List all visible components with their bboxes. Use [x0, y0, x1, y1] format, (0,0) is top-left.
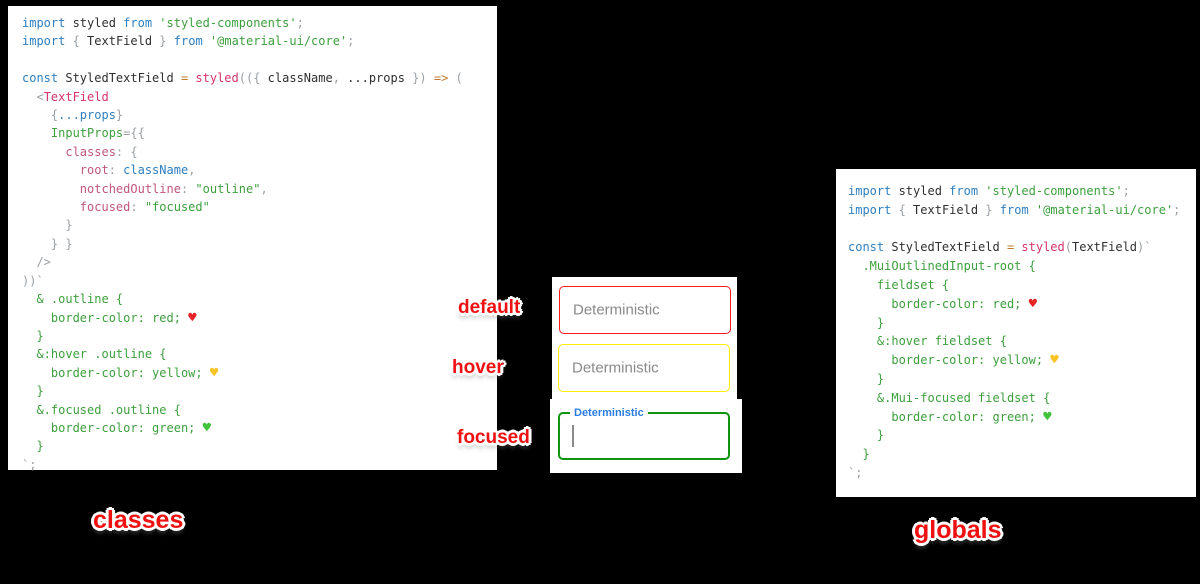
code-line: `; — [22, 457, 37, 472]
code-line: focused: "focused" — [22, 200, 210, 215]
code-line: /> — [22, 255, 51, 270]
code-line: const StyledTextField = styled(TextField… — [848, 240, 1152, 255]
code-line: import { TextField } from '@material-ui/… — [848, 202, 1181, 217]
textfield-focused-state[interactable]: Deterministic — [558, 406, 730, 460]
code-line: {...props} — [22, 108, 124, 123]
label-default-state: default — [458, 297, 521, 318]
code-line: &.focused .outline { — [22, 402, 181, 417]
code-line: border-color: red; ♥ — [22, 309, 197, 326]
code-line — [22, 51, 493, 69]
textfield-placeholder: Deterministic — [573, 301, 660, 319]
label-focused-state: focused — [457, 427, 530, 448]
code-line: } — [22, 439, 44, 454]
code-line: &:hover .outline { — [22, 347, 167, 362]
label-hover-state: hover — [452, 357, 504, 378]
textfield-hover-state[interactable]: Deterministic — [558, 344, 730, 392]
code-line: const StyledTextField = styled(({ classN… — [22, 71, 463, 86]
code-line: fieldset { — [848, 277, 950, 292]
code-line: } — [848, 428, 885, 443]
code-line: &:hover fieldset { — [848, 334, 1007, 349]
textfield-floating-label: Deterministic — [570, 406, 648, 420]
code-line: border-color: green; ♥ — [22, 419, 212, 436]
code-line: & .outline { — [22, 292, 124, 307]
code-line: ))` — [22, 273, 44, 288]
code-line: &.Mui-focused fieldset { — [848, 390, 1051, 405]
code-line: } — [22, 384, 44, 399]
code-line: notchedOutline: "outline", — [22, 181, 268, 196]
code-line: root: className, — [22, 163, 196, 178]
label-classes-approach: classes — [93, 506, 184, 534]
code-line: import { TextField } from '@material-ui/… — [22, 34, 355, 49]
code-line: } } — [22, 236, 73, 251]
code-line: } — [22, 328, 44, 343]
code-line: border-color: green; ♥ — [848, 408, 1052, 425]
textfield-placeholder: Deterministic — [572, 359, 659, 377]
code-line: <TextField — [22, 89, 109, 104]
code-line: import styled from 'styled-components'; — [22, 16, 304, 30]
code-line: classes: { — [22, 144, 138, 159]
code-line: .MuiOutlinedInput-root { — [848, 259, 1036, 274]
code-line: border-color: yellow; ♥ — [22, 364, 219, 381]
code-line: border-color: red; ♥ — [848, 295, 1038, 312]
code-line: border-color: yellow; ♥ — [848, 352, 1059, 369]
textfield-default-state[interactable]: Deterministic — [559, 286, 731, 334]
code-line: } — [848, 315, 885, 330]
code-panel-globals: import styled from 'styled-components'; i… — [836, 169, 1196, 497]
label-globals-approach: globals — [914, 516, 1002, 544]
code-line: `; — [848, 465, 863, 480]
code-line: } — [22, 218, 73, 233]
code-line: } — [848, 447, 870, 462]
code-line: InputProps={{ — [22, 126, 145, 141]
code-line — [848, 220, 1192, 239]
code-line: import styled from 'styled-components'; — [848, 184, 1130, 198]
code-panel-classes: import styled from 'styled-components'; i… — [8, 6, 497, 472]
text-cursor — [572, 425, 574, 447]
code-line: } — [848, 371, 885, 386]
